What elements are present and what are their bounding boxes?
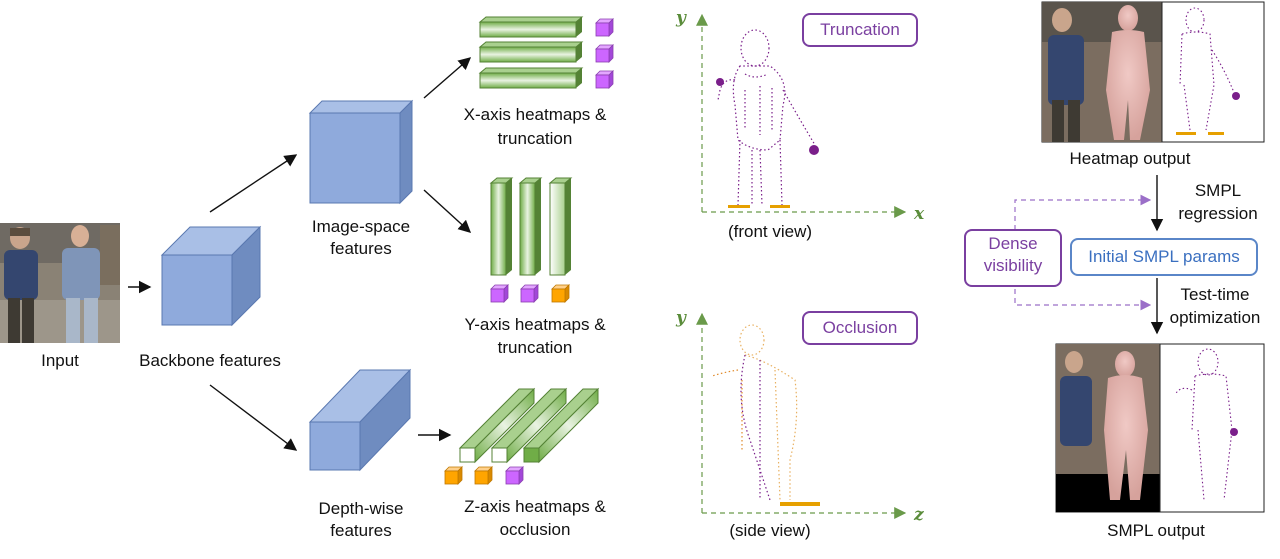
dense-visibility-arrows xyxy=(1014,194,1152,311)
y-heatmap-bar xyxy=(548,177,573,276)
z-heatmap-bar xyxy=(490,387,568,464)
y-axis-heatmap-bars xyxy=(489,177,573,276)
test-time-label-2: optimization xyxy=(1169,308,1261,327)
front-view-label: (front view) xyxy=(727,222,813,241)
z-heatmap-label-1: Z-axis heatmaps & xyxy=(464,497,606,516)
image-space-label-2: features xyxy=(330,239,392,258)
truncation-cube xyxy=(595,18,614,37)
occlusion-tag: Occlusion xyxy=(802,311,918,345)
arrow-backbone-depth xyxy=(209,384,298,451)
front-foot-left xyxy=(728,205,750,208)
truncation-cube xyxy=(490,284,509,303)
z-heatmap-bar xyxy=(522,387,600,464)
dense-visibility-label-2: visibility xyxy=(983,256,1043,275)
arrow-to-x-heatmaps xyxy=(423,57,472,99)
input-label: Input xyxy=(41,351,79,370)
y-heatmap-label-1: Y-axis heatmaps & xyxy=(464,315,606,334)
x-heatmap-label-1: X-axis heatmaps & xyxy=(463,105,607,124)
dense-visibility-label-1: Dense xyxy=(988,234,1038,253)
x-heatmap-bar xyxy=(478,41,584,63)
smpl-output-label: SMPL output xyxy=(1107,521,1205,540)
depth-wise-label-1: Depth-wise xyxy=(318,499,404,518)
image-space-label-1: Image-space xyxy=(311,217,411,236)
heatmap-output-photo xyxy=(1041,1,1265,143)
heatmap-output-label: Heatmap output xyxy=(1069,149,1191,168)
x-heatmap-bar xyxy=(478,16,584,38)
occlusion-cube xyxy=(444,466,463,485)
z-heatmap-bar xyxy=(458,387,536,464)
arrow-backbone-imagespace xyxy=(209,154,298,213)
x-truncation-cubes xyxy=(595,18,614,89)
y-truncation-cubes xyxy=(490,284,570,303)
side-y-axis-label: y xyxy=(676,308,686,328)
occlusion-cube xyxy=(474,466,493,485)
z-axis-heatmap-bars xyxy=(458,387,600,464)
arrow-to-y-heatmaps xyxy=(423,189,472,233)
front-view-axes xyxy=(696,13,907,218)
y-heatmap-label-2: truncation xyxy=(497,338,573,357)
depth-wise-label-2: features xyxy=(330,521,392,540)
test-time-label-1: Test-time xyxy=(1180,285,1250,304)
truncation-cube xyxy=(520,284,539,303)
truncation-cube xyxy=(595,44,614,63)
smpl-regression-label-1: SMPL xyxy=(1194,181,1242,200)
truncation-cube xyxy=(595,70,614,89)
truncation-cube-active xyxy=(551,284,570,303)
x-heatmap-label-2: truncation xyxy=(497,129,573,148)
side-view-axes xyxy=(696,312,907,519)
image-space-cube xyxy=(308,99,414,205)
z-heatmap-label-2: occlusion xyxy=(499,520,571,539)
x-axis-heatmap-bars xyxy=(478,16,584,89)
visible-cube xyxy=(505,466,524,485)
y-heatmap-bar xyxy=(489,177,514,276)
backbone-cube xyxy=(160,225,262,327)
side-z-axis-label: z xyxy=(914,505,924,525)
y-heatmap-bar xyxy=(518,177,543,276)
front-mesh-hands xyxy=(716,78,819,155)
depth-wise-cube xyxy=(308,368,412,472)
front-y-axis-label: y xyxy=(676,8,686,28)
dense-visibility-box: Dense visibility xyxy=(964,229,1062,287)
front-foot-right xyxy=(770,205,790,208)
input-photo xyxy=(0,223,120,343)
smpl-output-photo xyxy=(1055,343,1265,513)
smpl-regression-label-2: regression xyxy=(1178,204,1258,223)
side-foot xyxy=(780,502,820,506)
side-view-label: (side view) xyxy=(729,521,811,540)
x-heatmap-bar xyxy=(478,67,584,89)
initial-smpl-params-box: Initial SMPL params xyxy=(1070,238,1258,276)
front-view-mesh xyxy=(717,29,816,206)
z-occlusion-cubes xyxy=(444,466,524,485)
side-view-mesh xyxy=(711,324,798,501)
front-x-axis-label: x xyxy=(914,204,925,224)
backbone-label: Backbone features xyxy=(139,351,281,370)
truncation-tag: Truncation xyxy=(802,13,918,47)
